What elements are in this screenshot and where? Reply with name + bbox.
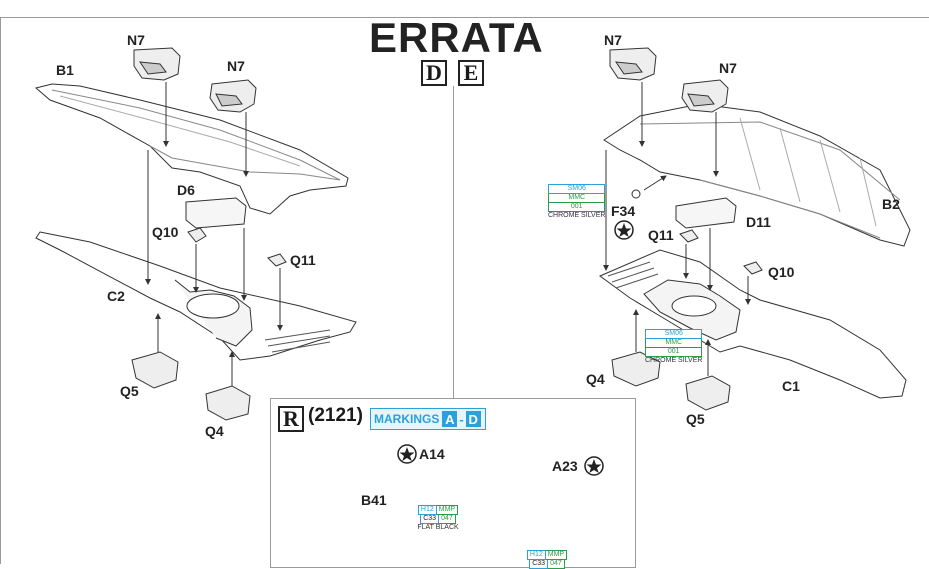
paint-row-2: C33 047 (404, 515, 472, 524)
paint-code: 047 (439, 515, 456, 524)
paint-callout-inset-1: H12 MMP C33 047 FLAT BLACK (404, 505, 472, 532)
markings-dash: - (459, 411, 464, 427)
markings-badge: MARKINGS A - D (370, 408, 486, 430)
right-panel-d11 (675, 197, 737, 229)
right-upper-wing (603, 103, 911, 247)
label-q5-right: Q5 (686, 411, 705, 427)
label-a14: A14 (419, 446, 445, 462)
paint-name: FLAT BLACK (417, 524, 459, 531)
left-part-q10 (187, 227, 207, 243)
paint-code-line1: SM06 (645, 329, 703, 339)
left-panel-d6 (185, 197, 247, 229)
paint-code: C33 (529, 560, 549, 569)
left-part-q5 (131, 351, 179, 389)
variant-d-box: D (421, 60, 447, 86)
label-q10-right: Q10 (768, 264, 795, 280)
label-f34: F34 (611, 203, 636, 219)
label-q11-right: Q11 (648, 227, 674, 243)
paint-code: 047 (548, 560, 565, 569)
label-q10-left: Q10 (152, 224, 179, 240)
step-inset-panel: R (2121) MARKINGS A - D (270, 398, 636, 568)
paint-code-line1: SM06 (548, 184, 606, 194)
right-part-q10 (743, 261, 763, 275)
paint-code-line3: 001 (548, 203, 606, 212)
paint-code: H12 (417, 505, 437, 515)
paint-code: C33 (420, 515, 440, 524)
star-icon-a14 (397, 444, 417, 464)
label-n7-right-mid: N7 (719, 60, 737, 76)
step-letter-box: R (278, 406, 304, 432)
star-icon-f34 (614, 220, 634, 240)
step-code: (2121) (308, 405, 363, 426)
paint-code-line2: MMC (645, 339, 703, 348)
paint-callout-right-2: SM06 MMC 001 CHROME SILVER (645, 329, 703, 365)
label-n7-left-mid: N7 (227, 58, 245, 74)
label-d6: D6 (177, 182, 195, 198)
variant-e-box: E (458, 60, 484, 86)
label-c2: C2 (107, 288, 125, 304)
label-b1: B1 (56, 62, 74, 78)
paint-row-1: H12 MMP (404, 505, 472, 515)
paint-code: MMP (545, 550, 568, 560)
markings-from: A (442, 411, 458, 427)
label-q11-left: Q11 (290, 252, 316, 268)
label-q4-right: Q4 (586, 371, 605, 387)
label-n7-left-top: N7 (127, 32, 145, 48)
star-icon-a23 (584, 456, 604, 476)
page-frame (0, 17, 929, 564)
label-a23: A23 (552, 458, 578, 474)
paint-callout-right-1: SM06 MMC 001 CHROME SILVER (548, 184, 606, 220)
right-part-q4 (611, 351, 661, 387)
paint-row-2: C33 047 (527, 560, 567, 569)
label-c1: C1 (782, 378, 800, 394)
left-part-q4 (205, 385, 251, 421)
paint-code-line3: 001 (645, 348, 703, 357)
right-part-q5 (685, 375, 731, 411)
right-part-q11 (679, 229, 699, 243)
label-d11: D11 (746, 214, 771, 230)
label-n7-right-top: N7 (604, 32, 622, 48)
paint-callout-inset-2: H12 MMP C33 047 (526, 550, 568, 569)
paint-code: MMP (436, 505, 459, 515)
label-q5-left: Q5 (120, 383, 139, 399)
column-divider (453, 86, 454, 398)
right-part-f34 (631, 189, 641, 199)
paint-row-1: H12 MMP (526, 550, 568, 560)
paint-code-line2: MMC (548, 194, 606, 203)
left-part-q11 (267, 253, 287, 267)
markings-label: MARKINGS (374, 412, 440, 426)
paint-code: H12 (526, 550, 546, 560)
label-q4-left: Q4 (205, 423, 224, 439)
paint-name: CHROME SILVER (548, 212, 606, 219)
paint-name: CHROME SILVER (645, 357, 703, 364)
markings-to: D (465, 411, 481, 427)
label-b41: B41 (361, 492, 387, 508)
page-title: ERRATA (369, 14, 544, 61)
label-b2: B2 (882, 196, 900, 212)
